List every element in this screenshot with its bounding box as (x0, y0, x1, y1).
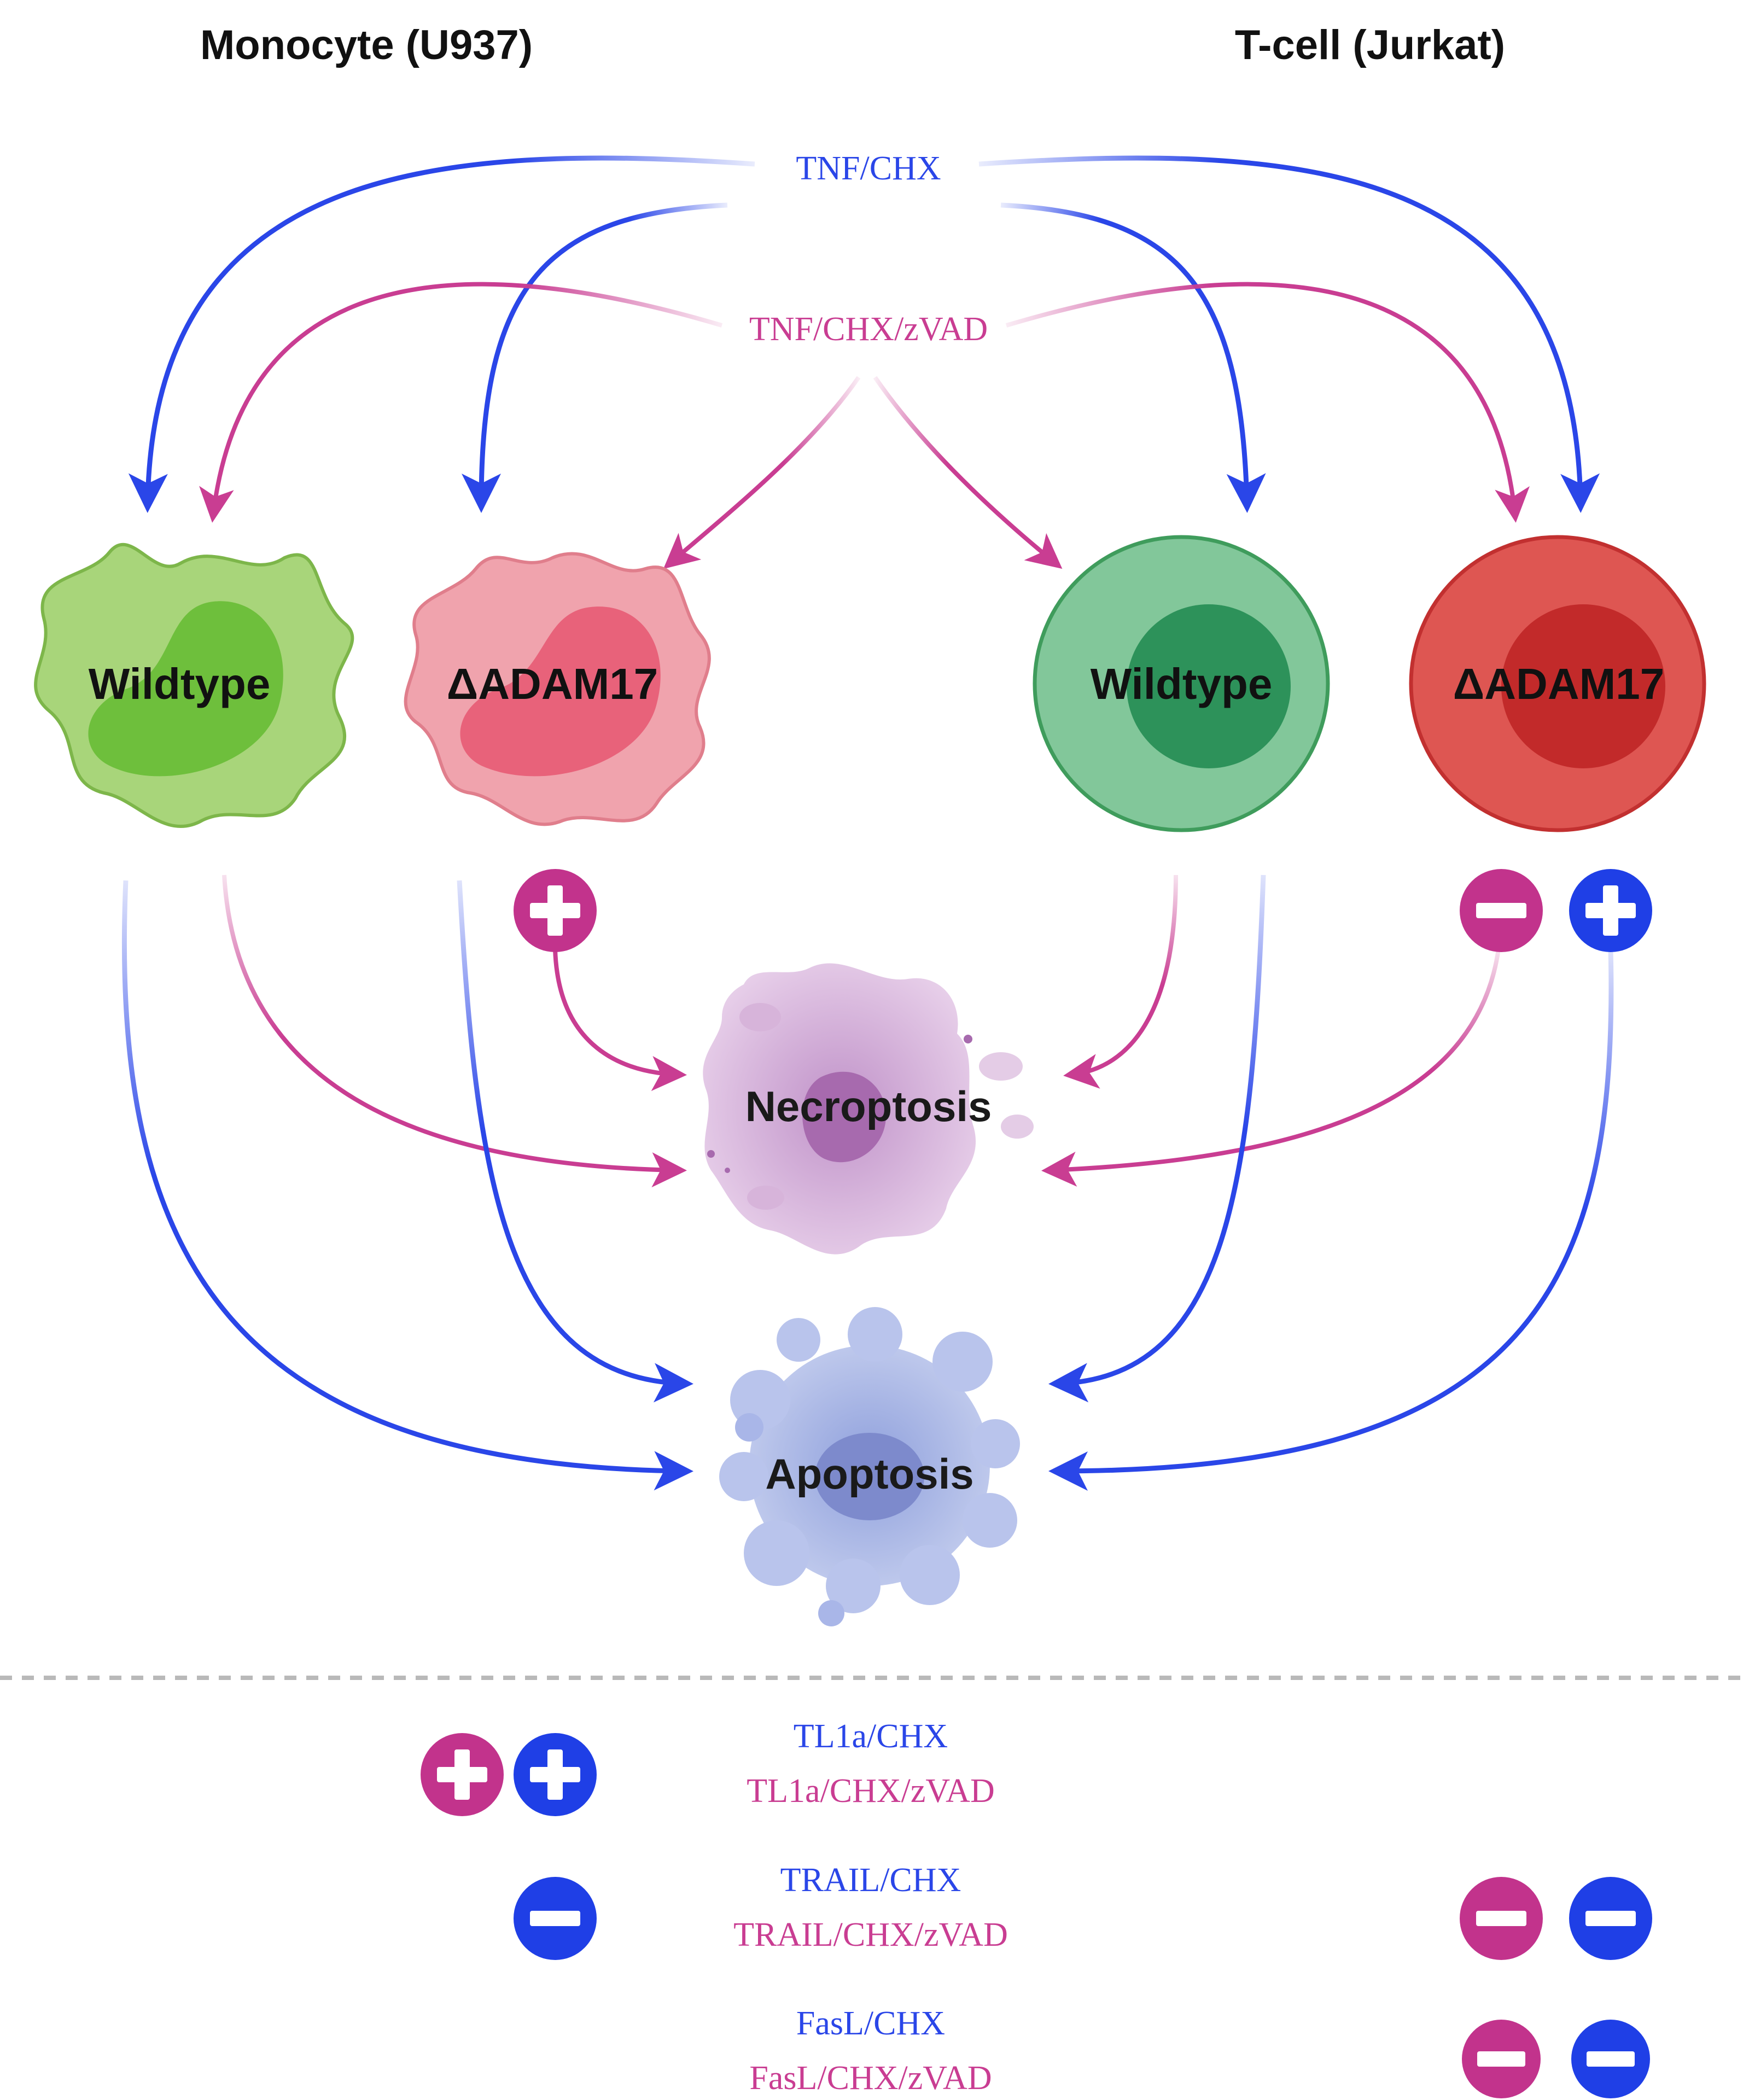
legend-trail-chx-zvad: TRAIL/CHX/zVAD (733, 1916, 1008, 1953)
fate-label-apoptosis: Apoptosis (765, 1450, 973, 1498)
minus-circle-icon (1460, 869, 1543, 952)
arrow-t-ko-plus-to-apoptosis (1048, 948, 1614, 1491)
arrow-zvad-to-mono-wt (199, 282, 723, 523)
header-tcell: T-cell (Jurkat) (1235, 22, 1505, 68)
arrow-zvad-to-mono-ko (663, 376, 861, 569)
apoptosis-arrows (121, 874, 1614, 1491)
arrow-zvad-to-t-wt (873, 376, 1063, 569)
header-monocyte: Monocyte (U937) (200, 22, 533, 68)
arrow-t-ko-minus-to-necroptosis (1041, 948, 1501, 1187)
legend-fasl-chx: FasL/CHX (796, 2005, 945, 2042)
minus-circle-icon (1571, 2020, 1650, 2098)
legend-row-trail: TRAIL/CHX TRAIL/CHX/zVAD (514, 1862, 1652, 1960)
legend-row-fasl: FasL/CHX FasL/CHX/zVAD (749, 2005, 1650, 2098)
minus-circle-icon (1569, 1877, 1652, 1960)
cell-tcell-adam17: ΔADAM17 (1409, 535, 1706, 832)
arrow-mono-wt-to-necroptosis (222, 874, 687, 1188)
plus-circle-icon (514, 869, 597, 952)
fate-apoptosis: Apoptosis (719, 1307, 1020, 1626)
cell-monocyte-adam17: ΔADAM17 (404, 552, 711, 826)
arrow-mono-ko-plus-to-necroptosis (553, 948, 687, 1091)
plus-circle-icon (1569, 869, 1652, 952)
minus-circle-icon (514, 1877, 597, 1960)
arrow-tnfchx-to-mono-wt (128, 155, 755, 513)
legend-row-tl1a: TL1a/CHX TL1a/CHX/zVAD (421, 1718, 995, 1816)
plus-circle-icon (514, 1733, 597, 1816)
treatment-tnf-chx: TNF/CHX (796, 150, 941, 187)
minus-circle-icon (1462, 2020, 1541, 2098)
plus-circle-icon (421, 1733, 504, 1816)
fate-label-necroptosis: Necroptosis (745, 1082, 992, 1130)
arrow-mono-wt-to-apoptosis (121, 880, 693, 1491)
legend-tl1a-chx-zvad: TL1a/CHX/zVAD (747, 1772, 994, 1810)
cell-label-mono-wt: Wildtype (89, 660, 271, 708)
cell-label-mono-ko: ΔADAM17 (447, 660, 658, 708)
arrow-tnfchx-to-mono-ko (462, 202, 728, 513)
fate-necroptosis: Necroptosis (703, 963, 1034, 1255)
cell-tcell-wildtype: Wildtype (1033, 535, 1330, 832)
treatment-tnf-chx-zvad: TNF/CHX/zVAD (749, 311, 988, 348)
legend-fasl-chx-zvad: FasL/CHX/zVAD (749, 2060, 992, 2097)
arrow-mono-ko-to-apoptosis (457, 880, 693, 1403)
legend-tl1a-chx: TL1a/CHX (794, 1718, 948, 1755)
arrow-tnfchx-to-t-ko (978, 155, 1600, 513)
legend-trail-chx: TRAIL/CHX (780, 1862, 961, 1899)
tnf-chx-zvad-arrows (199, 282, 1530, 569)
arrow-zvad-to-t-ko (1005, 282, 1530, 523)
cell-label-t-ko: ΔADAM17 (1453, 660, 1664, 708)
necroptosis-arrows (222, 874, 1501, 1188)
cell-monocyte-wildtype: Wildtype (34, 542, 354, 829)
arrow-t-wt-to-necroptosis (1063, 874, 1178, 1089)
arrow-t-wt-to-apoptosis (1048, 874, 1266, 1403)
arrow-tnfchx-to-t-wt (1000, 202, 1266, 513)
cell-label-t-wt: Wildtype (1091, 660, 1273, 708)
tnf-chx-arrows (128, 155, 1600, 513)
minus-circle-icon (1460, 1877, 1543, 1960)
